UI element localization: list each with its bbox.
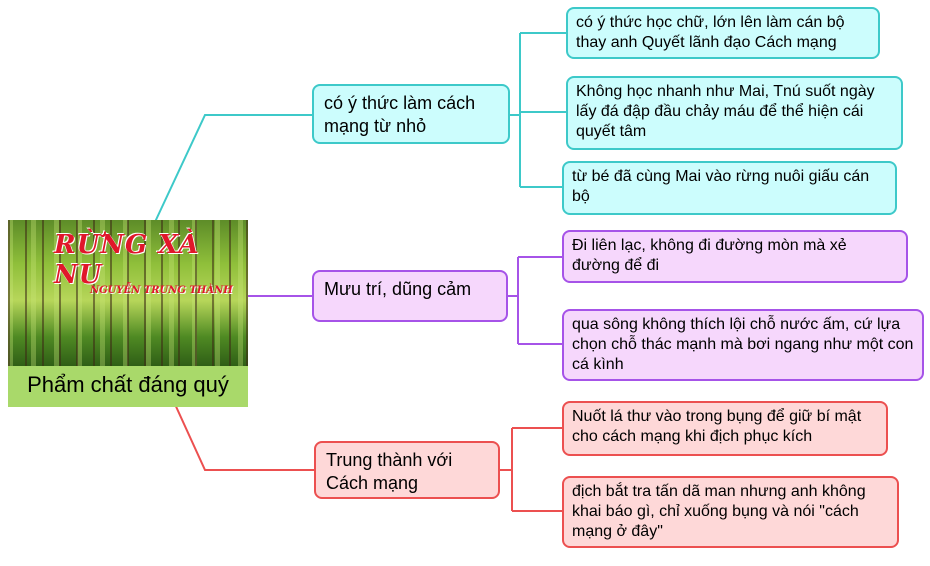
- branch-1-child-2[interactable]: Không học nhanh như Mai, Tnú suốt ngày l…: [566, 76, 903, 150]
- branch-1-child-3[interactable]: từ bé đã cùng Mai vào rừng nuôi giấu cán…: [562, 161, 897, 215]
- branch-node-3[interactable]: Trung thành với Cách mạng: [314, 441, 500, 499]
- branch-2-child-1[interactable]: Đi liên lạc, không đi đường mòn mà xẻ đư…: [562, 230, 908, 283]
- connector-central-to-branch-1: [154, 114, 312, 223]
- branch-2-child-2[interactable]: qua sông không thích lội chỗ nước ấm, cứ…: [562, 309, 924, 381]
- branch-node-2[interactable]: Mưu trí, dũng cảm: [312, 270, 508, 322]
- image-title: RỪNG XÀ NU: [54, 230, 200, 290]
- connector-branch-2-children: [508, 256, 562, 345]
- connector-branch-3-children: [500, 427, 562, 512]
- branch-node-1[interactable]: có ý thức làm cách mạng từ nhỏ: [312, 84, 510, 144]
- central-topic[interactable]: RỪNG XÀ NU NGUYỄN TRUNG THÀNH Phẩm chất …: [8, 220, 248, 407]
- central-topic-label: Phẩm chất đáng quý: [8, 366, 248, 407]
- image-author: NGUYỄN TRUNG THÀNH: [90, 285, 233, 296]
- branch-1-child-1[interactable]: có ý thức học chữ, lớn lên làm cán bộ th…: [566, 7, 880, 59]
- branch-3-child-2[interactable]: địch bắt tra tấn dã man nhưng anh không …: [562, 476, 899, 548]
- branch-3-child-1[interactable]: Nuốt lá thư vào trong bụng để giữ bí mật…: [562, 401, 888, 456]
- connector-branch-1-children: [510, 32, 566, 188]
- forest-cover-image: RỪNG XÀ NU NGUYỄN TRUNG THÀNH: [8, 220, 248, 366]
